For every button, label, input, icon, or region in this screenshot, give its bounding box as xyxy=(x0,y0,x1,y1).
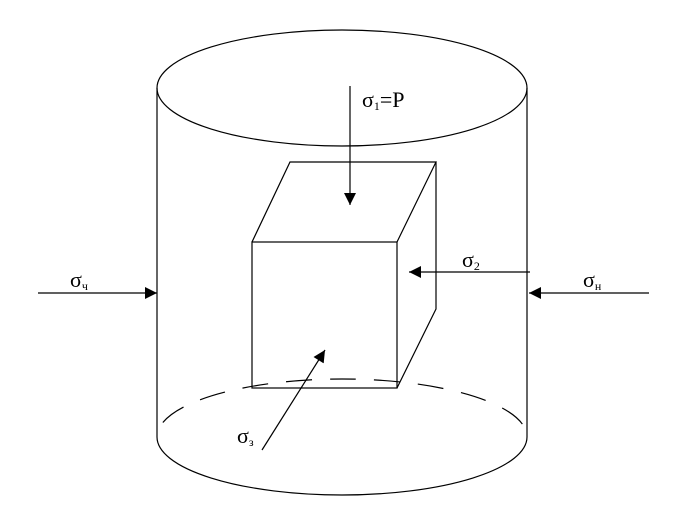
cube-top-face xyxy=(251,161,437,243)
label-sigma1: σ1=P xyxy=(362,87,405,113)
cube xyxy=(251,161,437,389)
cylinder xyxy=(156,29,528,496)
label-sigma-left: σч xyxy=(70,267,88,293)
arrow-sigma3 xyxy=(261,349,326,451)
cube-front-face xyxy=(251,241,398,389)
cylinder-top-ellipse xyxy=(156,29,528,147)
cylinder-bottom-back-arc xyxy=(156,378,528,438)
label-sigma2: σ2 xyxy=(462,247,480,273)
cube-side-face xyxy=(396,162,437,389)
label-sigma-right: σн xyxy=(583,267,602,293)
label-sigma3: σз xyxy=(237,423,254,449)
cylinder-bottom-front-arc xyxy=(156,436,528,496)
